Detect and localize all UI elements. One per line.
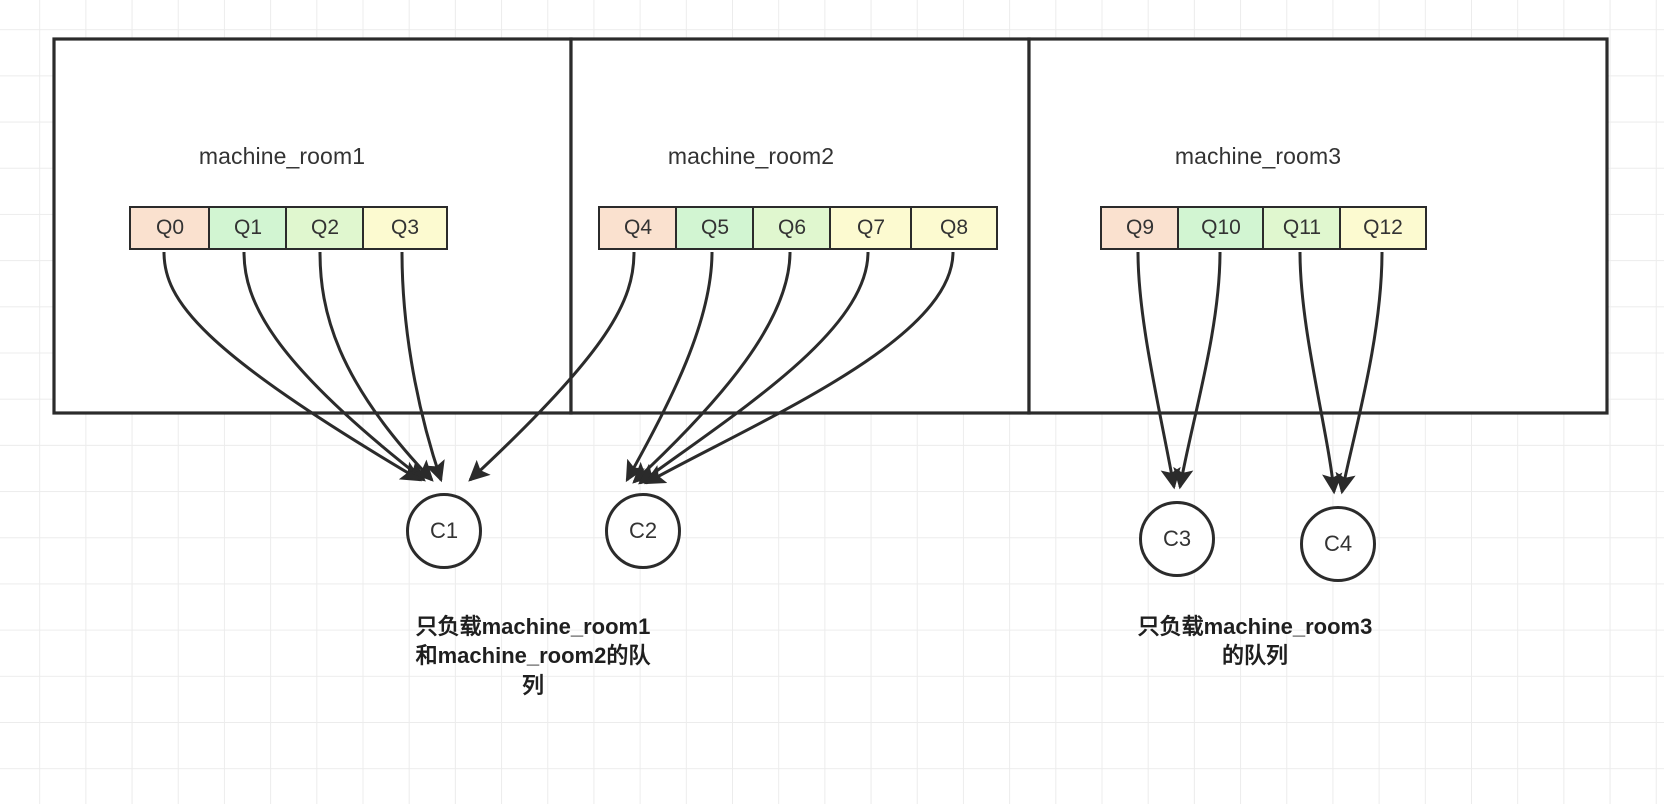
edge-q1-to-c1 [242,251,426,482]
room-boundary-machine_room3 [1027,37,1609,415]
edge-connectors [162,251,1384,495]
edge-q4-to-c1 [468,251,636,482]
edge-q2-to-c1 [318,251,434,482]
room-boundary-machine_room1 [52,37,573,415]
edge-q7-to-c2 [638,251,870,485]
room-boundary-machine_room2 [569,37,1031,415]
edge-q10-to-c3 [1173,251,1222,490]
edge-q9-to-c3 [1136,251,1181,490]
edge-q0-to-c1 [162,251,423,482]
edge-q6-to-c2 [632,251,792,484]
edge-q12-to-c4 [1335,251,1384,495]
edge-q8-to-c2 [643,251,955,485]
edge-q5-to-c2 [625,251,714,483]
edge-q11-to-c4 [1298,251,1343,495]
edge-q3-to-c1 [400,251,445,483]
room-boundaries [52,37,1609,415]
